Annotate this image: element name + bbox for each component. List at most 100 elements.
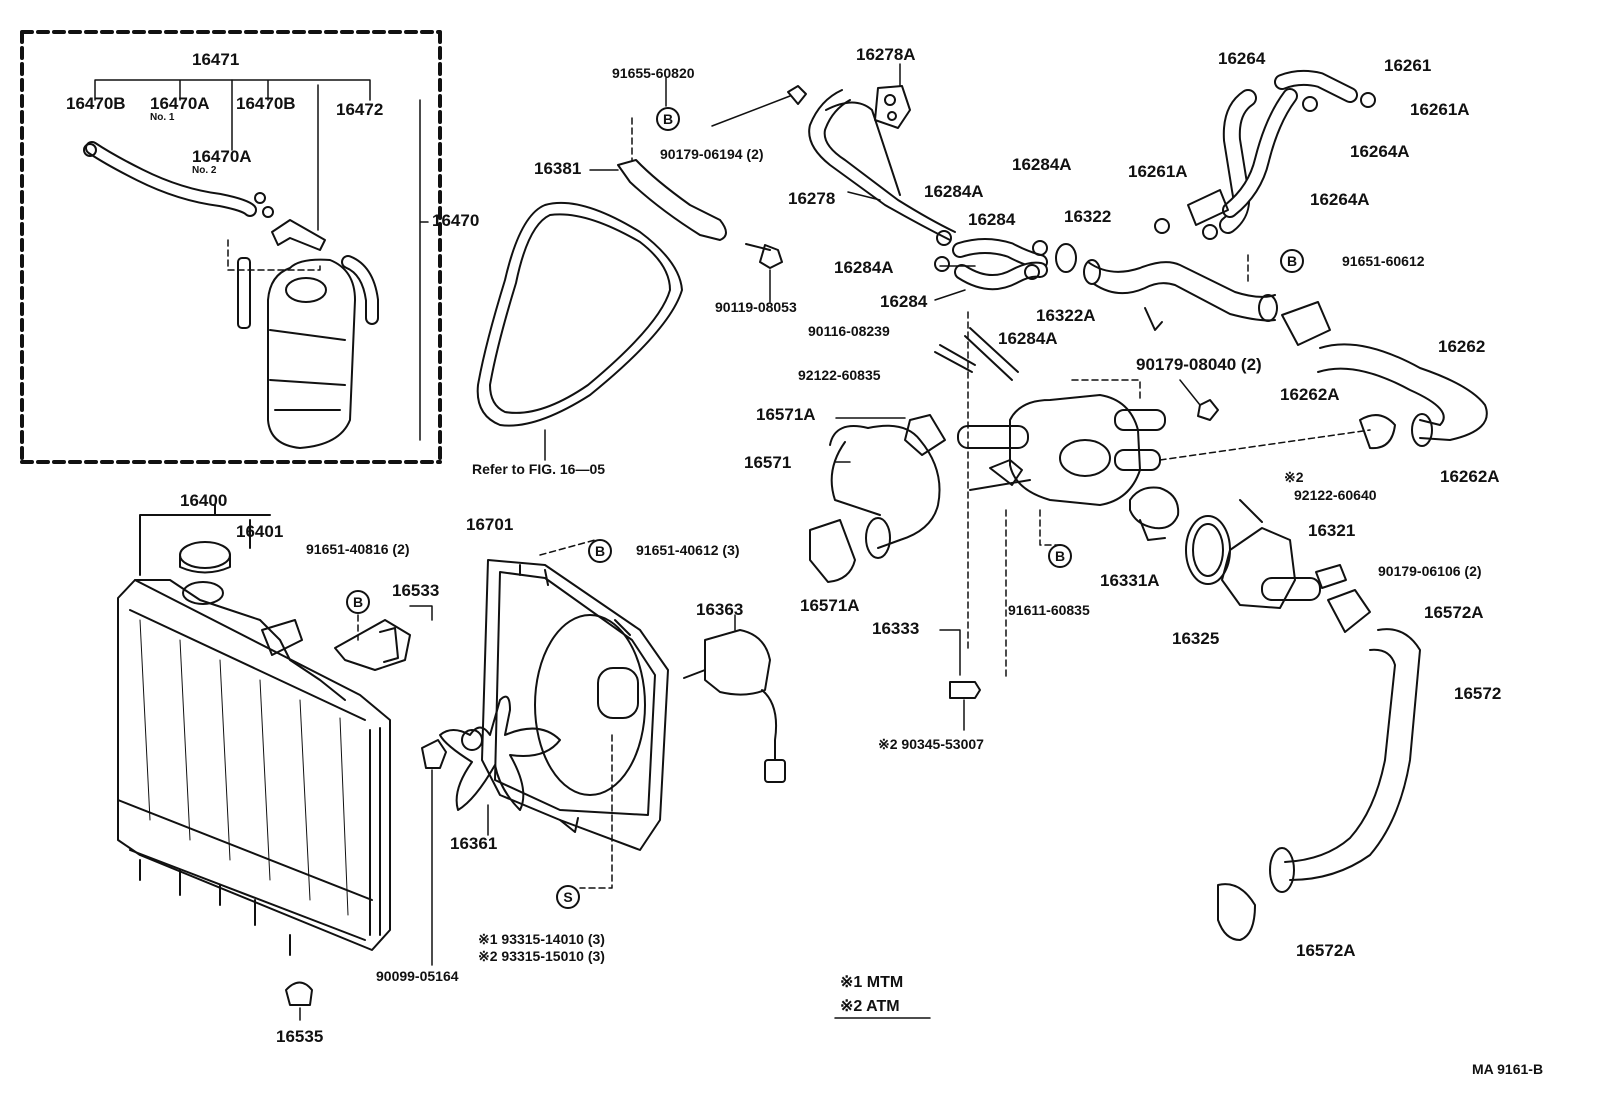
callout-16535: 16535 (276, 1027, 324, 1046)
callout-16533: 16533 (392, 581, 440, 600)
circle-mark-b-5: B (588, 539, 612, 563)
fan-shroud-16701 (481, 559, 669, 851)
callout-91655-60820: 91655-60820 (612, 65, 695, 81)
callout-91651-60612: 91651-60612 (1342, 253, 1425, 269)
callout-16284A-2: 16284A (1012, 155, 1072, 174)
callout-16278: 16278 (788, 189, 836, 208)
callout-16701: 16701 (466, 515, 514, 534)
callout-16363: 16363 (696, 600, 744, 619)
circle-mark-s: S (556, 885, 580, 909)
stud-92122 (934, 344, 976, 373)
callout-16470A-no2-sub: No. 2 (192, 165, 217, 176)
radiator-hose-16571 (867, 424, 941, 549)
callout-16321: 16321 (1308, 521, 1356, 540)
callout-16261A-left: 16261A (1128, 162, 1188, 181)
bolt-90119 (745, 243, 783, 269)
bypass-pipe (957, 425, 1029, 449)
callout-16262A-1: 16262A (1280, 385, 1340, 404)
callout-16470A-no1: 16470A (150, 94, 210, 113)
callout-91651-40612: 91651-40612 (3) (636, 542, 740, 558)
callout-16470B-left: 16470B (66, 94, 126, 113)
callout-92122-60640: 92122-60640 (1294, 487, 1377, 503)
callout-16571A-2: 16571A (800, 596, 860, 615)
callout-16284A-3: 16284A (834, 258, 894, 277)
reserve-tank-pipe (237, 257, 251, 329)
callout-16331A: 16331A (1100, 571, 1160, 590)
callout-16261A-right: 16261A (1410, 100, 1470, 119)
callout-90179-06106: 90179-06106 (2) (1378, 563, 1482, 579)
drain-cock-90345 (949, 681, 981, 699)
radiator-16400 (117, 579, 391, 951)
callout-16333: 16333 (872, 619, 920, 638)
callout-16572A-1: 16572A (1424, 603, 1484, 622)
callout-93315-15010: ※2 93315-15010 (3) (478, 948, 605, 964)
callout-16572A-2: 16572A (1296, 941, 1356, 960)
callout-16401: 16401 (236, 522, 284, 541)
legend-atm: ※2 ATM (840, 998, 900, 1015)
circle-mark-b: B (656, 107, 680, 131)
callout-90179-06194: 90179-06194 (2) (660, 146, 764, 162)
callout-16284A-1: 16284A (924, 182, 984, 201)
heater-pipe-16278 (808, 89, 951, 241)
radiator-hose-16572 (1289, 628, 1421, 881)
callout-16470: 16470 (432, 211, 480, 230)
callout-16571A-1: 16571A (756, 405, 816, 424)
fan-motor-16363 (704, 629, 771, 696)
circle-mark-b-3: B (1048, 544, 1072, 568)
callout-16261: 16261 (1384, 56, 1432, 75)
callout-16284A-4: 16284A (998, 329, 1058, 348)
fan-16361 (439, 695, 561, 811)
callout-91611-60835: 91611-60835 (1008, 602, 1090, 618)
callout-16278A: 16278A (856, 45, 916, 64)
callout-16400: 16400 (180, 491, 228, 510)
circle-mark-b-4: B (346, 590, 370, 614)
callout-16471: 16471 (192, 50, 240, 69)
callout-90116-08239: 90116-08239 (808, 323, 890, 339)
callout-93315-14010: ※1 93315-14010 (3) (478, 931, 605, 947)
callout-16264A-1: 16264A (1350, 142, 1410, 161)
note-mark-2: ※2 (1284, 469, 1304, 485)
callout-16470B-right: 16470B (236, 94, 296, 113)
thermostat-16331A (1129, 486, 1180, 530)
nut-90099 (421, 739, 447, 769)
circle-mark-b-2: B (1280, 249, 1304, 273)
callout-16262A-2: 16262A (1440, 467, 1500, 486)
water-pipe-16322 (1087, 261, 1276, 298)
callout-91651-40816: 91651-40816 (2) (306, 541, 410, 557)
callout-90345-53007: ※2 90345-53007 (878, 736, 984, 752)
refer-to-fig-16-05: Refer to FIG. 16—05 (472, 461, 606, 477)
callout-16361: 16361 (450, 834, 498, 853)
radiator-cap (179, 541, 231, 569)
callout-90119-08053: 90119-08053 (715, 299, 797, 315)
callout-16284-2: 16284 (880, 292, 928, 311)
callout-16322A: 16322A (1036, 306, 1096, 325)
callout-92122-60835: 92122-60835 (798, 367, 881, 383)
callout-16572: 16572 (1454, 684, 1502, 703)
callout-16262: 16262 (1438, 337, 1486, 356)
drain-plug-16535 (285, 981, 313, 1006)
callout-16284-1: 16284 (968, 210, 1016, 229)
callout-90179-08040: 90179-08040 (2) (1136, 355, 1262, 374)
drive-belt (476, 201, 683, 427)
callout-16264: 16264 (1218, 49, 1266, 68)
gasket-16278A (874, 85, 911, 129)
reserve-tank-group-frame (20, 30, 442, 464)
callout-90099-05164: 90099-05164 (376, 968, 459, 984)
o-ring-16322A (1055, 243, 1077, 273)
water-inlet-16321 (1221, 527, 1296, 609)
radiator-hose-16262 (1319, 343, 1488, 441)
reserve-tank (267, 258, 356, 449)
callout-16571: 16571 (744, 453, 792, 472)
callout-16470A-no2: 16470A (192, 147, 252, 166)
bracket-16381 (617, 159, 727, 241)
figure-code: MA 9161-B (1472, 1061, 1544, 1077)
radiator-support-16533 (334, 619, 411, 671)
callout-16325: 16325 (1172, 629, 1220, 648)
callout-16322: 16322 (1064, 207, 1112, 226)
legend-mtm: ※1 MTM (840, 974, 904, 991)
callout-16381: 16381 (534, 159, 582, 178)
callout-16470A-no1-sub: No. 1 (150, 112, 175, 123)
callout-16472: 16472 (336, 100, 384, 119)
